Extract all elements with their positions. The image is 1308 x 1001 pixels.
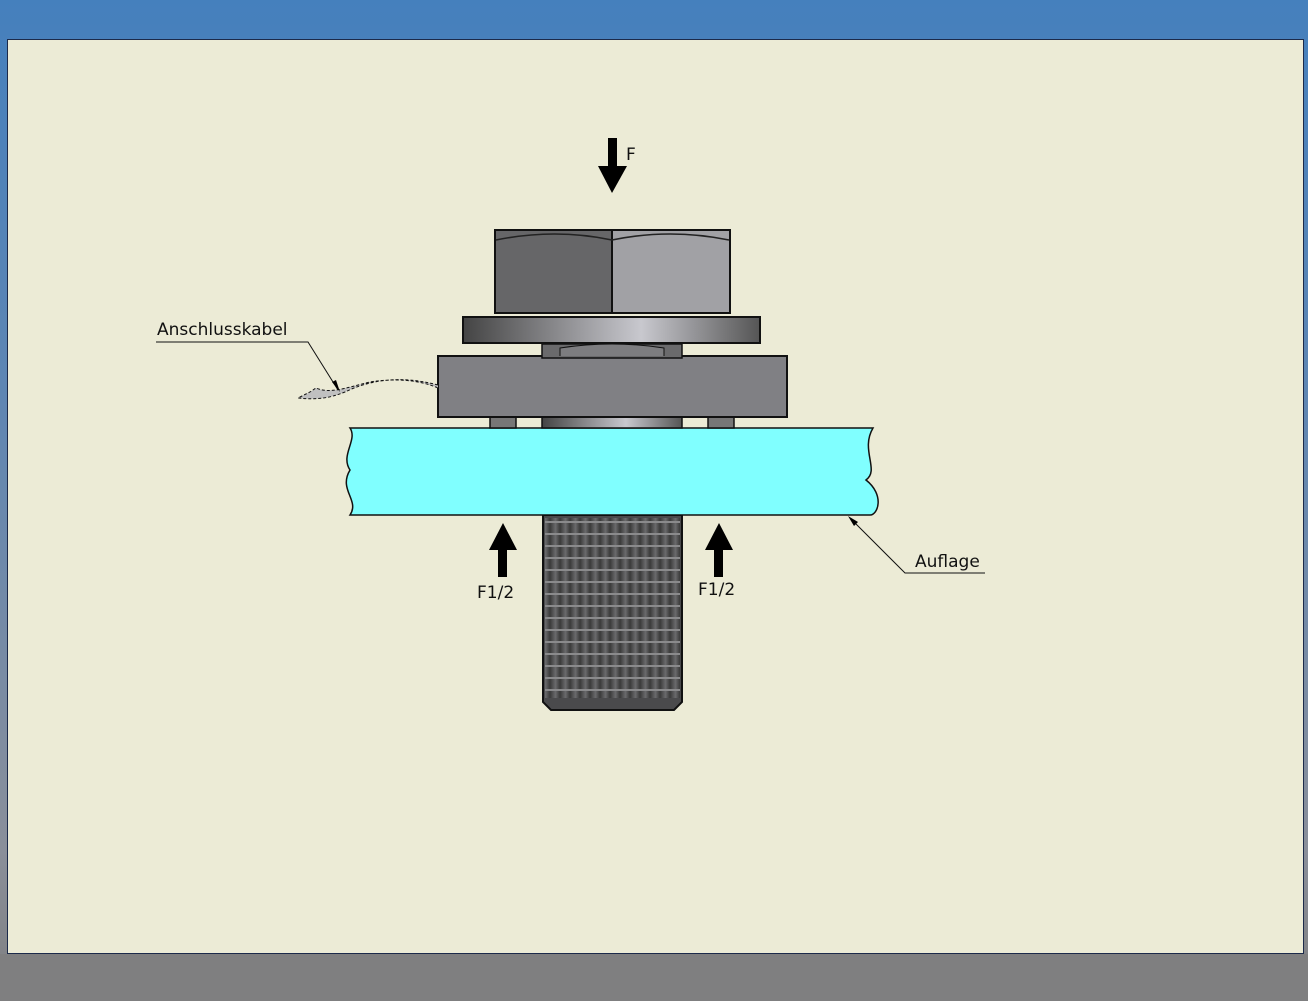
support-label: Auflage [915, 552, 980, 572]
washer [462, 316, 761, 344]
force-label-top: F [626, 145, 636, 165]
cable [296, 379, 439, 400]
support-leader-line [849, 517, 985, 574]
load-cell-washer [437, 343, 788, 429]
support-plate [345, 427, 879, 516]
bolt-shank [542, 514, 683, 711]
hex-bolt-head [494, 229, 731, 314]
cable-label: Anschlusskabel [157, 320, 288, 340]
force-arrow-top [598, 138, 627, 193]
force-arrow-right [705, 523, 733, 577]
force-arrow-left [489, 523, 517, 577]
force-label-right: F1/2 [698, 580, 735, 600]
status-bar [0, 954, 1308, 1001]
cable-leader-line [156, 341, 339, 391]
force-label-left: F1/2 [477, 583, 514, 603]
